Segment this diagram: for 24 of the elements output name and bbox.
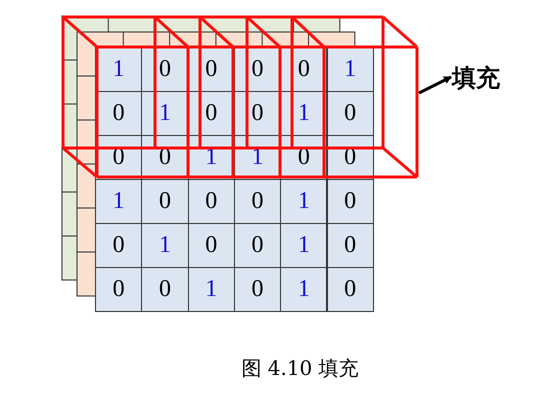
- matrix-cell: 1: [141, 223, 189, 268]
- matrix-cell: 0: [95, 267, 142, 312]
- matrix-cell: 0: [234, 223, 282, 268]
- matrix-cell: 0: [326, 91, 374, 136]
- matrix-cell: 1: [188, 267, 235, 312]
- matrix-cell: 0: [326, 179, 374, 224]
- matrix-cell: 0: [188, 223, 235, 268]
- matrix-cell: 0: [326, 223, 374, 268]
- matrix-cell: 0: [95, 223, 142, 268]
- matrix-cell: 1: [280, 179, 328, 224]
- matrix-cell: 0: [234, 267, 282, 312]
- callout-label: 填充: [452, 63, 500, 92]
- matrix-cell: 0: [141, 267, 189, 312]
- figure-caption: 图 4.10 填充: [241, 356, 359, 380]
- matrix-cell: 0: [141, 179, 189, 224]
- matrix-cell: 1: [326, 47, 374, 92]
- matrix-cell: 0: [326, 267, 374, 312]
- matrix-cell: 0: [188, 179, 235, 224]
- matrix-cell: 1: [280, 223, 328, 268]
- matrix-cell: 0: [95, 91, 142, 136]
- matrix-cell: 0: [234, 179, 282, 224]
- arrow: [418, 76, 452, 94]
- matrix-cell: 1: [280, 267, 328, 312]
- matrix-cell: 1: [95, 179, 142, 224]
